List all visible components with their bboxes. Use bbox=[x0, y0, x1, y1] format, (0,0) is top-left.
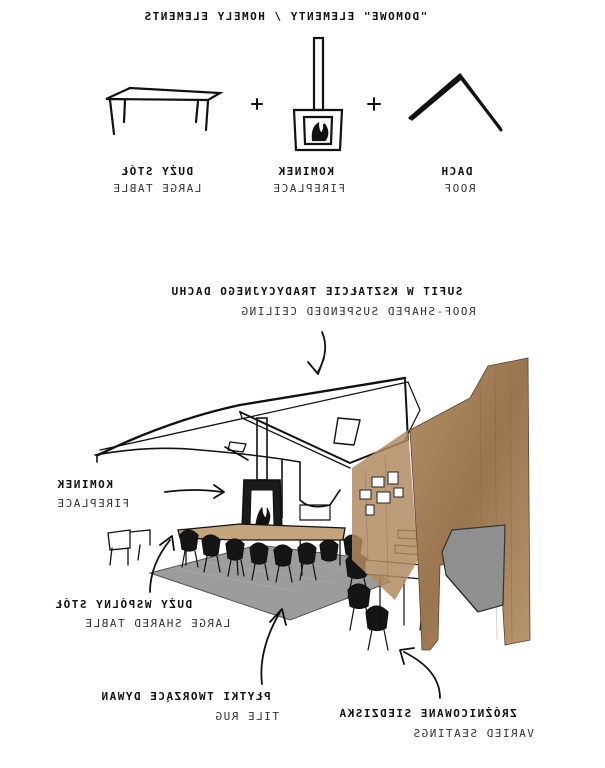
scene-left-chairs bbox=[107, 529, 151, 566]
icon-label-roof-en: ROOF bbox=[443, 182, 476, 195]
callout-seating-en: VARIED SEATINGS bbox=[412, 727, 534, 740]
callout-fireplace-en: FIREPLACE bbox=[56, 497, 130, 510]
bench-seat bbox=[441, 524, 506, 613]
callout-fireplace-pl: KOMINEK bbox=[56, 478, 113, 491]
callout-ceiling-pl: SUFIT W KSZTAŁCIE TRADYCYJNEGO DACHU bbox=[170, 285, 463, 298]
ceiling-arrow bbox=[307, 331, 327, 375]
icon-label-table-en: LARGE TABLE bbox=[112, 182, 202, 195]
plus-icon-2 bbox=[367, 97, 381, 111]
fireplace-arrow bbox=[164, 484, 225, 499]
fireplace-icon bbox=[292, 36, 344, 152]
scene-fireplace bbox=[241, 417, 283, 533]
icon-label-roof-pl: DACH bbox=[440, 165, 473, 178]
header-title: "DOMOWE" ELEMENTY / HOMELY ELEMENTS bbox=[143, 10, 428, 23]
callout-table-en: LARGE SHARED TABLE bbox=[84, 617, 231, 630]
roof-icon bbox=[408, 73, 503, 132]
callout-ceiling-en: ROOF-SHAPED SUSPENDED CEILING bbox=[240, 305, 476, 318]
scene-chairs bbox=[179, 529, 389, 651]
icon-label-fireplace-en: FIREPLACE bbox=[272, 182, 346, 195]
icon-label-table-pl: DUŻY STÓŁ bbox=[120, 165, 194, 178]
callout-rug-pl: PŁYTKI TWORZĄCE DYWAN bbox=[100, 690, 271, 703]
suspended-ceiling bbox=[96, 376, 421, 469]
callout-table-pl: DUŻY WSPÓLNY STÓŁ bbox=[54, 598, 193, 611]
callout-rug-en: TILE RUG bbox=[214, 710, 279, 723]
plus-icon-1 bbox=[251, 98, 263, 110]
callout-seating-pl: ZRÓŻNICOWANE SIEDZISKA bbox=[338, 707, 517, 720]
wall-frames bbox=[359, 471, 404, 516]
large-table-icon bbox=[105, 86, 224, 136]
icon-label-fireplace-pl: KOMINEK bbox=[277, 165, 334, 178]
seating-arrow bbox=[399, 647, 441, 699]
rug-arrow bbox=[260, 608, 287, 685]
table-arrow bbox=[149, 535, 175, 593]
